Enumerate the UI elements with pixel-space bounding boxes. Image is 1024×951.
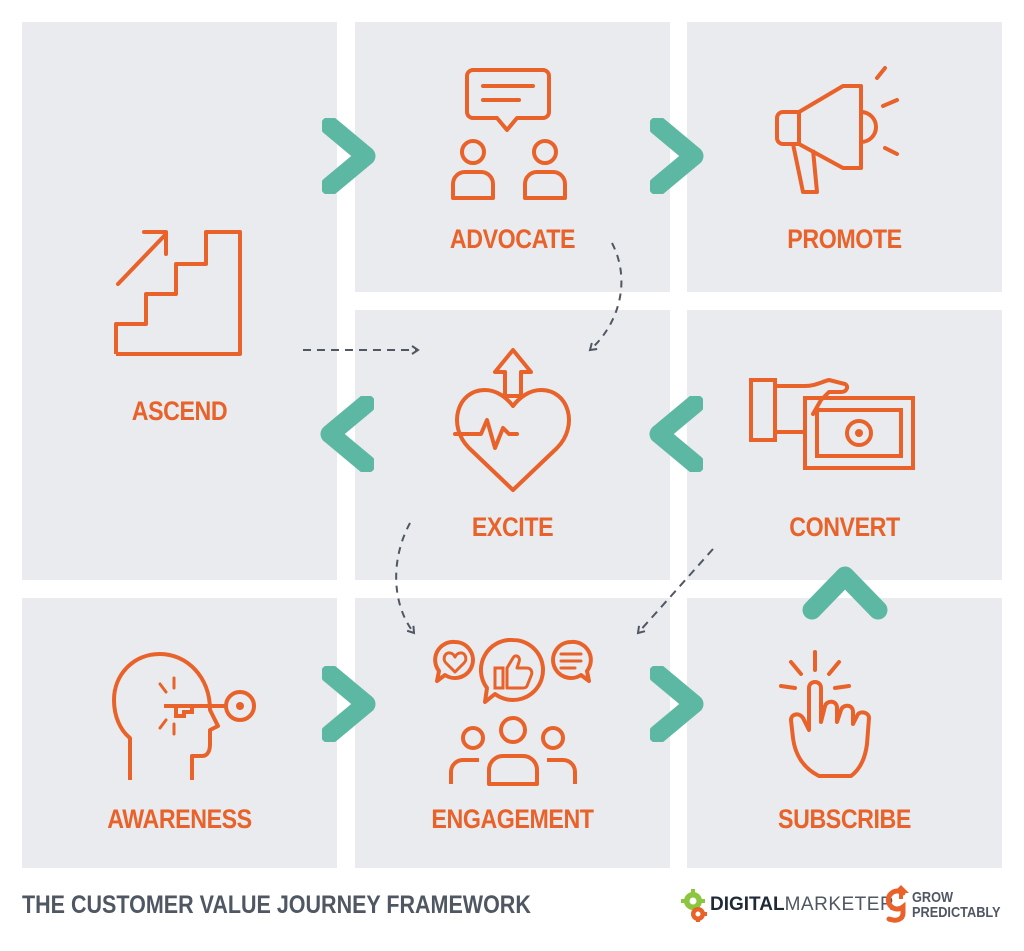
head-key-icon [112, 652, 256, 780]
logo-text-grow: GROW [912, 889, 954, 906]
excite-label: EXCITE [471, 512, 554, 542]
chevron-right-icon [322, 118, 376, 194]
stairs-arrow-icon [114, 230, 242, 356]
convert-label: CONVERT [789, 512, 900, 542]
dashed-arrow-excite-to-engagement [395, 522, 416, 635]
chevron-left-icon [320, 396, 374, 472]
framework-title: THE CUSTOMER VALUE JOURNEY FRAMEWORK [22, 891, 531, 919]
social-engagement-icon [433, 638, 593, 786]
chevron-right-icon [650, 118, 704, 194]
engagement-label: ENGAGEMENT [431, 804, 594, 834]
chevron-up-icon [802, 566, 888, 620]
hand-money-icon [749, 378, 915, 470]
convert-tile: CONVERT [687, 310, 1002, 580]
excite-tile: EXCITE [355, 310, 670, 580]
promote-label: PROMOTE [787, 224, 902, 254]
chevron-right-icon [650, 666, 704, 742]
heart-pulse-icon [453, 348, 571, 492]
advocates-speech-icon [451, 68, 567, 200]
grow-predictably-logo: GROW PREDICTABLY [883, 885, 1016, 925]
advocate-label: ADVOCATE [449, 224, 576, 254]
awareness-tile: AWARENESS [22, 598, 337, 868]
ascend-tile: ASCEND [22, 22, 337, 580]
chevron-right-icon [322, 666, 376, 742]
tap-hand-icon [779, 650, 871, 778]
chevron-left-icon [649, 396, 703, 472]
megaphone-icon [775, 66, 899, 194]
g-logo-icon [885, 885, 909, 923]
advocate-tile: ADVOCATE [355, 22, 670, 292]
awareness-label: AWARENESS [107, 804, 252, 834]
ascend-label: ASCEND [131, 396, 228, 426]
dashed-arrow-advocate-to-excite [588, 242, 623, 352]
promote-tile: PROMOTE [687, 22, 1002, 292]
digitalmarketer-logo: DIGITAL MARKETER [680, 888, 894, 922]
subscribe-label: SUBSCRIBE [778, 804, 911, 834]
gear-icon [681, 889, 707, 922]
logo-text-digital: DIGITAL [710, 894, 785, 915]
logo-text-marketer: MARKETER [784, 894, 895, 915]
engagement-tile: ENGAGEMENT [355, 598, 670, 868]
logo-text-predictably: PREDICTABLY [912, 904, 1001, 921]
subscribe-tile: SUBSCRIBE [687, 598, 1002, 868]
dashed-arrow-convert-to-engagement [636, 548, 714, 635]
